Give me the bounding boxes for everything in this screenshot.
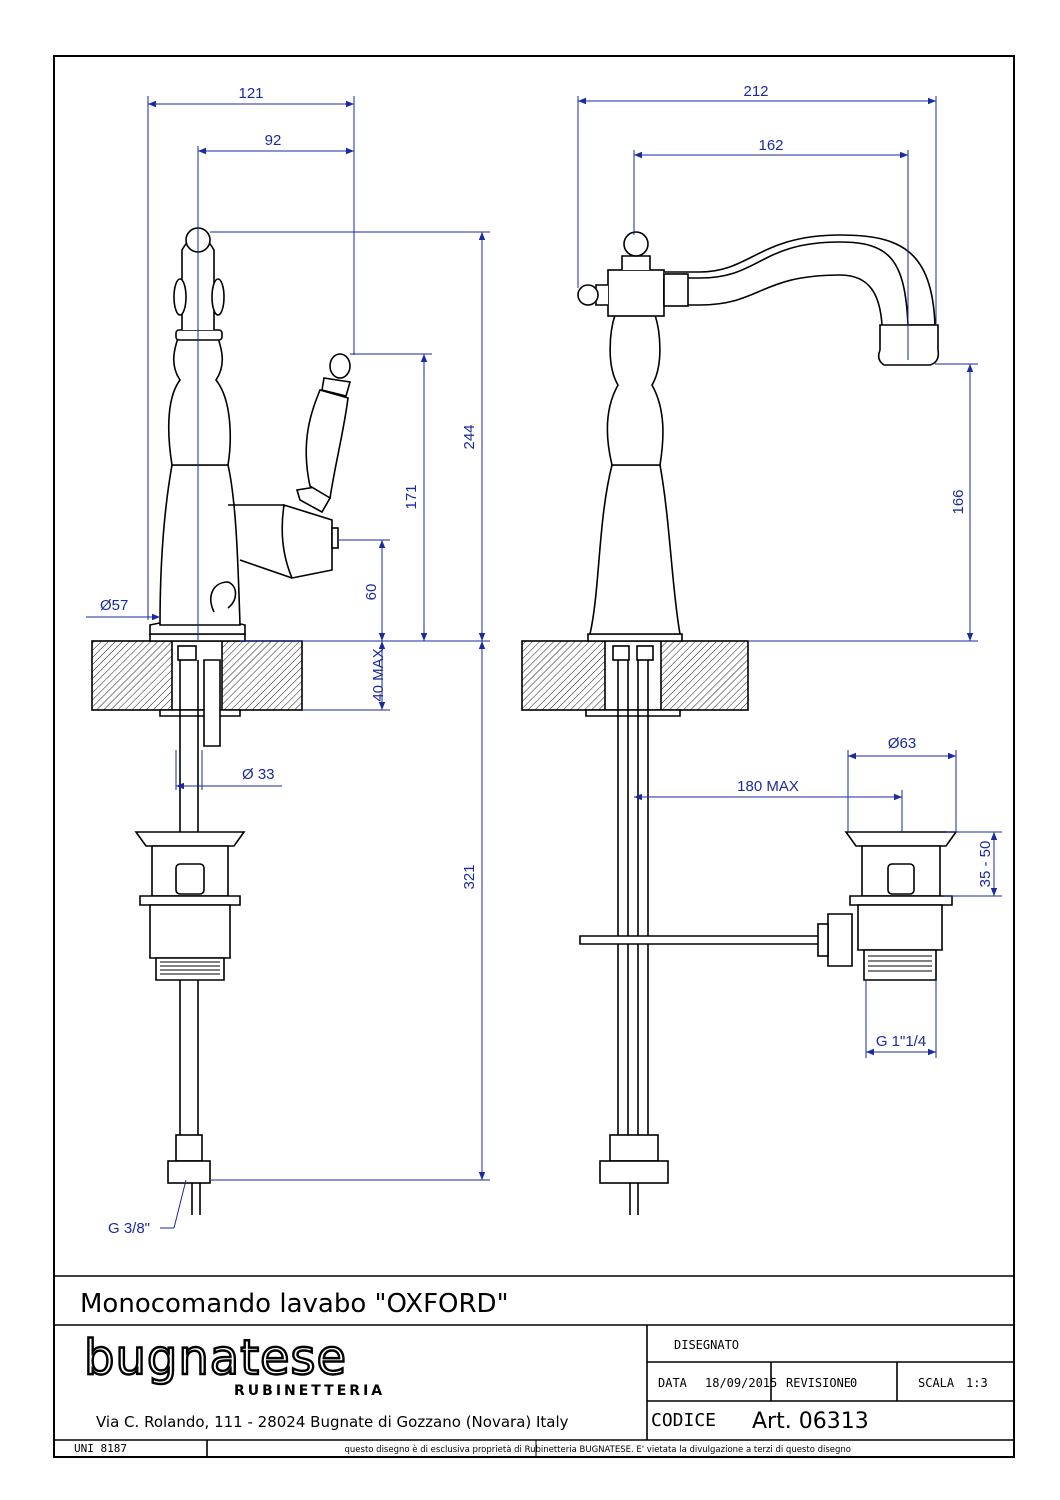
title-block: [54, 1275, 1014, 1457]
dim-d57: Ø57: [100, 597, 128, 614]
codice-label: CODICE: [651, 1410, 716, 1431]
data-label: DATA: [658, 1376, 688, 1390]
drawing-frame: [53, 55, 1015, 1458]
company-address: Via C. Rolando, 111 - 28024 Bugnate di G…: [96, 1413, 569, 1431]
standard-label: UNI 8187: [74, 1442, 127, 1455]
dim-180max: 180 MAX: [737, 778, 799, 795]
dim-g114: G 1"1/4: [876, 1033, 926, 1050]
brand-logo: bugnatese RUBINETTERIA: [83, 1329, 385, 1399]
dim-244: 244: [461, 424, 478, 449]
dim-35-50: 35 - 50: [977, 841, 994, 888]
dim-121: 121: [238, 85, 263, 102]
dim-g38: G 3/8": [108, 1220, 150, 1237]
revisione-value: 0: [850, 1376, 857, 1390]
dim-162: 162: [758, 137, 783, 154]
dim-321: 321: [461, 864, 478, 889]
dim-92: 92: [265, 132, 282, 149]
codice-value: Art. 06313: [752, 1409, 869, 1434]
brand-sub: RUBINETTERIA: [234, 1383, 385, 1399]
dimension-labels: 121 92 244 171 60 Ø57 40 MAX Ø 33 321 G …: [100, 83, 994, 1237]
dim-171: 171: [403, 484, 420, 509]
revisione-label: REVISIONE: [786, 1376, 851, 1390]
dim-60: 60: [363, 584, 380, 601]
drawing-title: Monocomando lavabo "OXFORD": [80, 1289, 509, 1319]
ownership-notice: questo disegno è di esclusiva proprietà …: [345, 1444, 852, 1455]
side-view: [91, 227, 352, 1215]
dim-166: 166: [950, 489, 967, 514]
data-value: 18/09/2015: [705, 1376, 777, 1390]
dim-d63: Ø63: [888, 735, 916, 752]
dim-212: 212: [743, 83, 768, 100]
dimension-lines: [86, 96, 1002, 1229]
dim-40max: 40 MAX: [370, 648, 387, 701]
scala-value: 1:3: [966, 1376, 988, 1390]
disegnato-label: DISEGNATO: [674, 1338, 739, 1352]
dim-d33: Ø 33: [242, 766, 275, 783]
front-view: [521, 231, 958, 1215]
scala-label: SCALA: [918, 1376, 955, 1390]
brand-name: bugnatese: [84, 1330, 347, 1386]
